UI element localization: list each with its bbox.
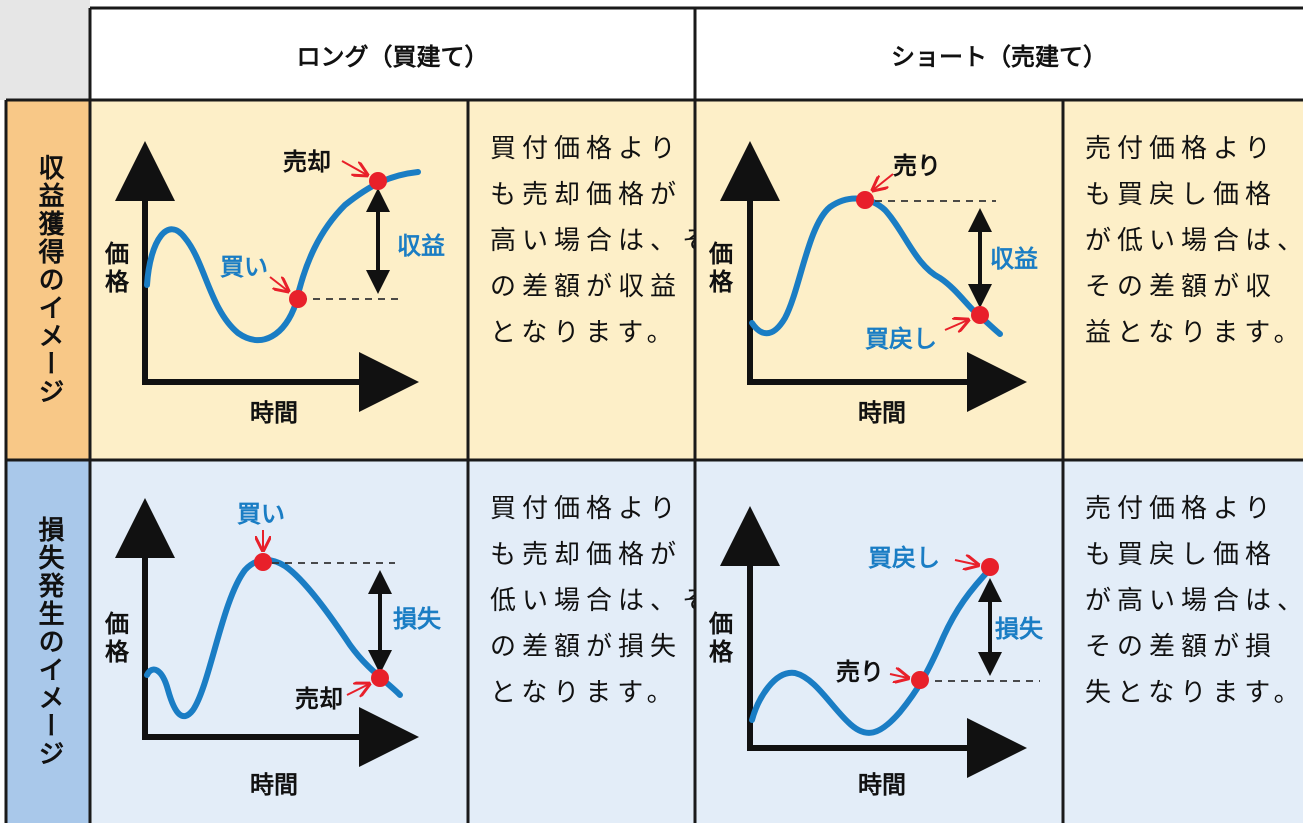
note-line: 買付価格より — [490, 134, 682, 164]
note-line: 低い場合は、そ — [490, 586, 715, 616]
note-line: も買戻し価格 — [1085, 180, 1278, 210]
note-line: 高い場合は、そ — [490, 226, 715, 256]
x-axis-label: 時間 — [250, 399, 298, 427]
note-line: 売付価格より — [1085, 494, 1277, 524]
note-line: 買付価格より — [490, 494, 682, 524]
note-long-profit: 買付価格より も売却価格が 高い場合は、そ の差額が収益 となります。 — [468, 100, 715, 460]
note-line: 失となります。 — [1085, 678, 1303, 708]
y-axis-char: 価 — [708, 240, 733, 268]
profit-label: 収益 — [397, 232, 445, 260]
sell-label: 売却 — [283, 148, 331, 176]
short-sell-pointer-arrow — [889, 674, 908, 678]
buy-pointer-arrow — [269, 277, 288, 291]
buyback-pointer-arrow — [944, 320, 968, 330]
y-axis-label-1: 価格 — [708, 240, 734, 296]
short-sell-label: 売り — [836, 658, 884, 686]
price-curve — [144, 169, 421, 344]
note-line: も売却価格が — [490, 540, 683, 570]
row-header-profit: 収益獲得のイメージ — [6, 100, 90, 460]
y-axis-char: 価 — [104, 610, 129, 638]
sell-pointer-arrow — [346, 684, 369, 695]
note-line: となります。 — [490, 678, 679, 708]
short-sell-point — [856, 191, 874, 209]
price-curve — [144, 557, 403, 719]
short-sell-label: 売り — [893, 152, 941, 180]
note-line: も買戻し価格 — [1085, 540, 1278, 570]
sell-label: 売却 — [295, 685, 343, 713]
row-header-profit-label: 収益獲得のイメージ — [33, 154, 64, 406]
y-axis-char: 格 — [709, 638, 734, 666]
y-axis-char: 価 — [104, 240, 129, 268]
buy-point — [289, 290, 307, 308]
table-grid — [4, 6, 1303, 823]
y-axis-label-1: 価格 — [104, 240, 130, 296]
header-short: ショート（売建て） — [695, 8, 1303, 100]
buy-label: 買い — [237, 500, 285, 528]
buyback-point — [981, 558, 999, 576]
buyback-label: 買戻し — [865, 325, 937, 353]
y-axis-char: 格 — [105, 638, 130, 666]
y-axis-char: 格 — [709, 268, 734, 296]
note-line: が高い場合は、 — [1085, 586, 1303, 616]
note-line: その差額が損 — [1085, 632, 1278, 662]
short-sell-pointer-arrow — [873, 173, 894, 190]
note-line: 益となります。 — [1085, 318, 1303, 348]
row-header-loss-label: 損失発生のイメージ — [33, 515, 64, 768]
loss-label: 損失 — [995, 615, 1044, 643]
chart-short-loss: 買戻し 売り 損失 価格 時間 — [708, 506, 1044, 799]
header-long: ロング（買建て） — [90, 8, 695, 100]
buyback-point — [971, 306, 989, 324]
buyback-label: 買戻し — [868, 544, 940, 572]
y-axis-char: 価 — [708, 610, 733, 638]
sell-point — [369, 172, 387, 190]
note-long-loss: 買付価格より も売却価格が 低い場合は、そ の差額が損失 となります。 — [468, 460, 715, 823]
table-corner — [0, 0, 90, 100]
note-line: となります。 — [490, 318, 679, 348]
short-sell-point — [911, 671, 929, 689]
chart-long-profit: 売却 買い 収益 価格 時間 — [104, 141, 445, 427]
price-curve — [749, 195, 1003, 337]
note-line: その差額が収 — [1085, 272, 1278, 302]
sell-pointer-arrow — [341, 160, 367, 175]
sell-point — [371, 669, 389, 687]
buyback-pointer-arrow — [954, 560, 978, 565]
x-axis-label: 時間 — [858, 399, 906, 427]
x-axis-label: 時間 — [250, 771, 298, 799]
row-header-loss: 損失発生のイメージ — [6, 460, 90, 823]
note-short-loss: 売付価格より も買戻し価格 が高い場合は、 その差額が損 失となります。 — [1063, 460, 1303, 823]
profit-label: 収益 — [990, 245, 1038, 273]
chart-long-loss: 買い 売却 損失 価格 時間 — [104, 498, 442, 799]
note-line: が低い場合は、 — [1085, 226, 1303, 256]
buy-label: 買い — [220, 253, 268, 281]
note-line: の差額が収益 — [490, 272, 683, 302]
buy-point — [254, 553, 272, 571]
note-line: の差額が損失 — [490, 632, 683, 662]
x-axis-label: 時間 — [858, 771, 906, 799]
note-line: も売却価格が — [490, 180, 683, 210]
y-axis-label-1: 価格 — [708, 610, 734, 666]
note-line: 売付価格より — [1085, 134, 1277, 164]
chart-short-profit: 売り 買戻し 収益 価格 時間 — [708, 141, 1038, 427]
price-curve — [749, 564, 995, 736]
y-axis-label-1: 価格 — [104, 610, 130, 666]
loss-label: 損失 — [393, 605, 442, 633]
y-axis-char: 格 — [105, 268, 130, 296]
note-short-profit: 売付価格より も買戻し価格 が低い場合は、 その差額が収 益となります。 — [1063, 100, 1303, 460]
